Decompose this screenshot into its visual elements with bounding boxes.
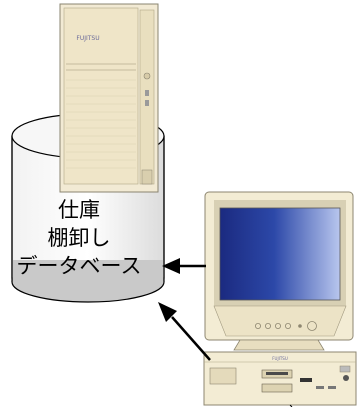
database-label-line-2: 棚卸し — [47, 226, 111, 250]
database-label-line-1: 仕庫 — [58, 198, 100, 222]
desktop-unit: FUJITSU — [203, 351, 357, 406]
monitor — [204, 191, 354, 351]
desktop-brand-logo: FUJITSU — [272, 356, 288, 361]
server-brand-logo: FUJITSU — [76, 35, 99, 42]
arrow-desktop-to-db — [158, 302, 211, 361]
database-label-line-3: データベース — [16, 254, 142, 278]
server-tower: FUJITSU — [59, 3, 159, 193]
database-label: 仕庫 棚卸し データベース — [4, 196, 154, 280]
arrow-monitor-to-db — [162, 258, 206, 274]
